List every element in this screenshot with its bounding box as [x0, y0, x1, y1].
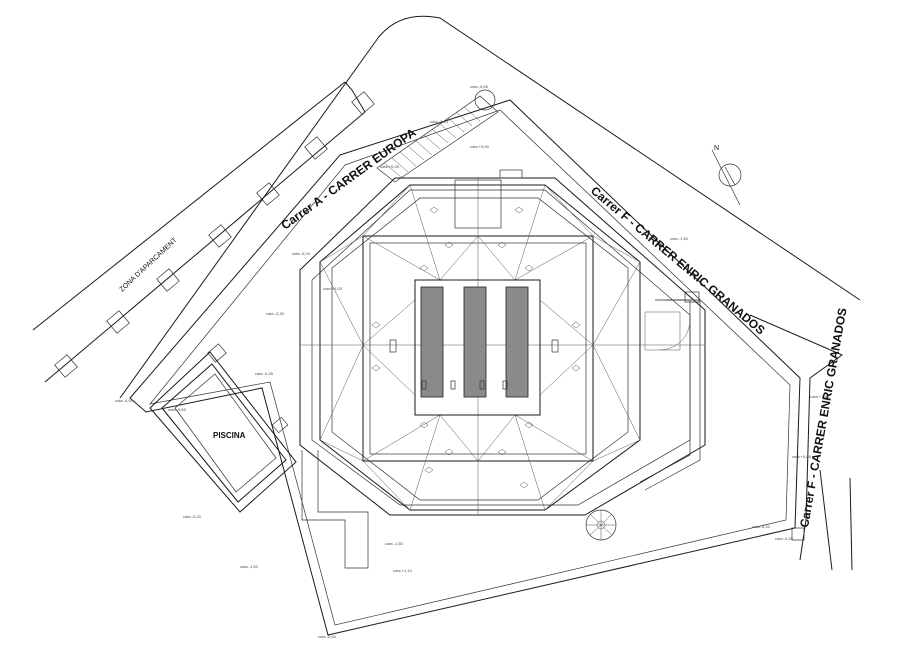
level-annotation: cota +1,25 — [810, 394, 830, 399]
ramp-bottom-left — [301, 450, 805, 569]
entrance-pavilion — [454, 169, 523, 229]
street-f-label-top: Carrer F - CARRER ENRIC GRANADOS — [588, 184, 768, 338]
level-annotation: cota +1,12 — [393, 568, 413, 573]
level-annotation: cota +0,88 — [792, 454, 812, 459]
level-annotation: cota -0,20 — [752, 524, 771, 529]
roof-markers — [371, 206, 581, 489]
parking-spaces — [54, 91, 375, 378]
level-annotation: cota -1,50 — [385, 541, 404, 546]
level-annotation: cota -2,30 — [266, 311, 285, 316]
level-annotation: cota +0,05 — [380, 164, 400, 169]
north-label: N — [714, 145, 719, 152]
level-annotation: cota -0,20 — [183, 514, 202, 519]
level-annotation: cota -1,10 — [430, 119, 449, 124]
spiral-stair — [585, 509, 617, 541]
roof-structure — [300, 178, 705, 515]
pool-label: PISCINA — [213, 431, 246, 440]
level-annotation: cota -4,00 — [115, 398, 134, 403]
north-arrow: N — [711, 145, 742, 206]
level-annotation: cota +0,03 — [323, 286, 343, 291]
parking-zone-label: ZONA D'APARCAMENT — [119, 236, 180, 293]
level-annotation: cota -0,28 — [255, 371, 274, 376]
pool-area — [149, 343, 297, 513]
building-outer-octagon — [299, 177, 706, 516]
street-f-band — [119, 15, 861, 571]
street-a-band — [32, 81, 366, 383]
level-annotation: cota -0,65 — [470, 84, 489, 89]
entrance-stairs — [376, 89, 499, 183]
ramp-right — [639, 291, 701, 491]
level-annotation: cota -0,65 — [168, 407, 187, 412]
level-annotation: cota -1,50 — [240, 564, 259, 569]
level-annotation: cota -0,60 — [318, 634, 337, 639]
central-skylight — [389, 279, 559, 416]
level-annotation: cota -1,50 — [670, 236, 689, 241]
level-annotation: cota +0,00 — [470, 144, 490, 149]
level-annotation: cota -0,20 — [775, 536, 794, 541]
level-annotations: cota -0,65 cota -1,10 cota +0,00 cota +0… — [115, 84, 830, 639]
level-annotation: cota -0,03 — [292, 251, 311, 256]
street-a-label: Carrer A - CARRER EUROPA — [279, 125, 419, 232]
